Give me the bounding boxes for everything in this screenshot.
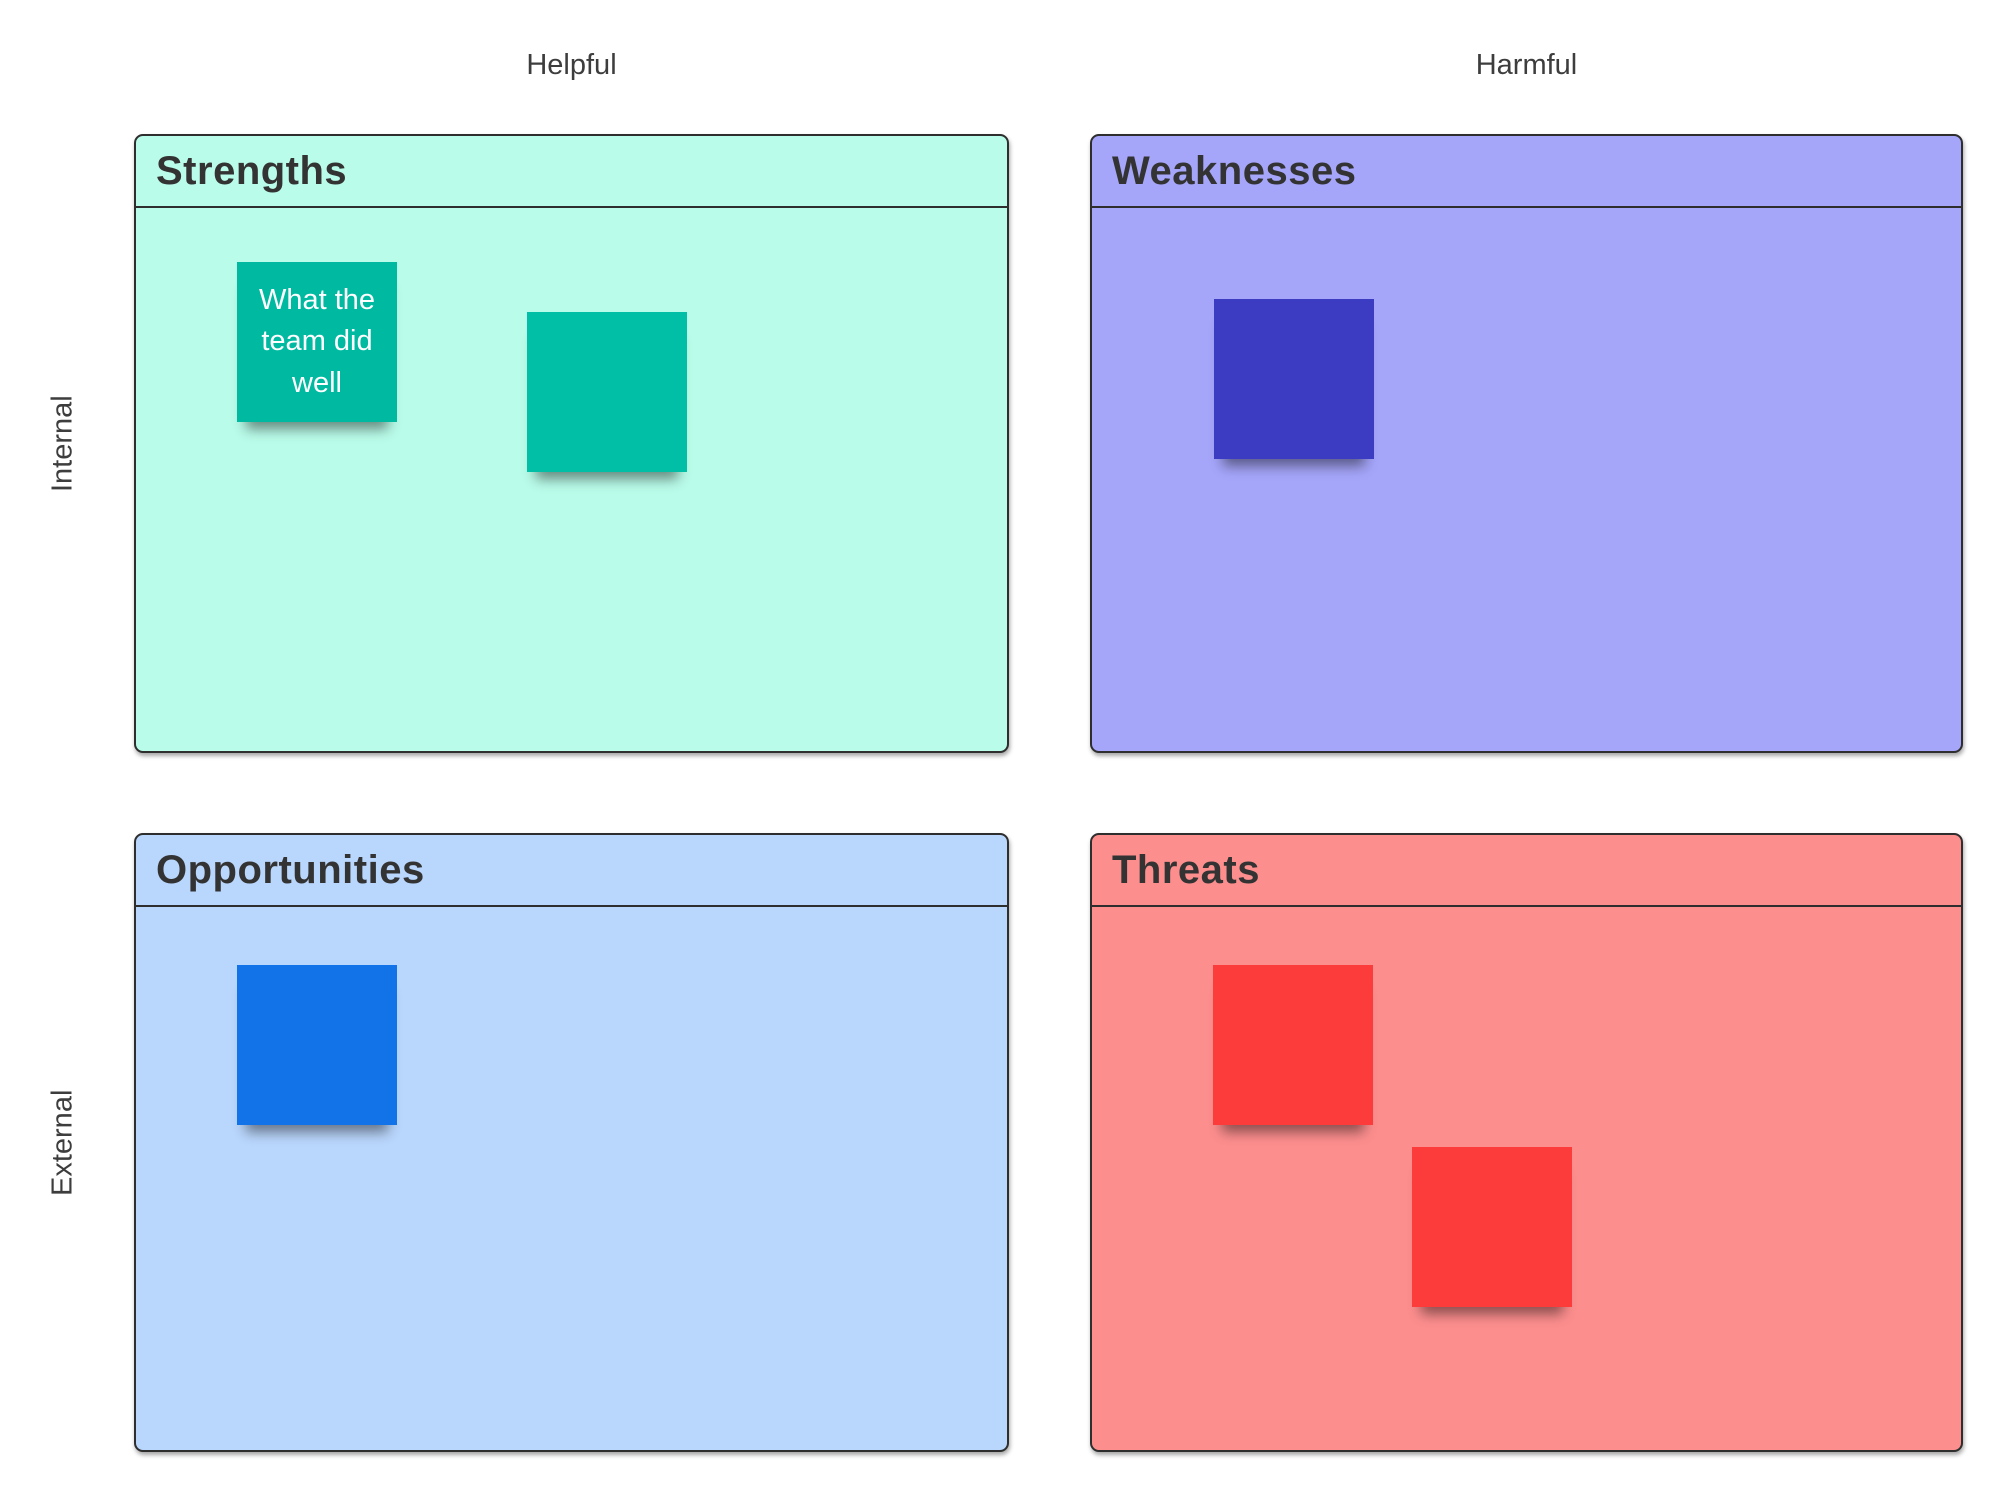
quadrant-weaknesses-title: Weaknesses — [1112, 148, 1357, 193]
quadrant-strengths-title: Strengths — [156, 148, 348, 193]
quadrant-threats-header: Threats — [1092, 835, 1961, 907]
row-label-external: External — [46, 1089, 79, 1196]
column-label-helpful: Helpful — [526, 49, 617, 81]
quadrant-strengths[interactable]: Strengths What the team did well — [134, 134, 1009, 753]
quadrant-weaknesses-header: Weaknesses — [1092, 136, 1961, 208]
quadrant-weaknesses[interactable]: Weaknesses — [1090, 134, 1963, 753]
sticky-note-blank[interactable] — [527, 312, 687, 472]
sticky-note-blank[interactable] — [1412, 1147, 1572, 1307]
quadrant-threats-title: Threats — [1112, 847, 1260, 892]
quadrant-threats[interactable]: Threats — [1090, 833, 1963, 1452]
quadrant-opportunities-title: Opportunities — [156, 847, 425, 892]
sticky-note-blank[interactable] — [237, 965, 397, 1125]
quadrant-strengths-header: Strengths — [136, 136, 1007, 208]
sticky-note-blank[interactable] — [1214, 299, 1374, 459]
sticky-note-blank[interactable] — [1213, 965, 1373, 1125]
quadrant-opportunities-header: Opportunities — [136, 835, 1007, 907]
column-label-harmful: Harmful — [1475, 49, 1578, 81]
row-label-internal: Internal — [46, 395, 79, 492]
sticky-note[interactable]: What the team did well — [237, 262, 397, 422]
quadrant-opportunities[interactable]: Opportunities — [134, 833, 1009, 1452]
